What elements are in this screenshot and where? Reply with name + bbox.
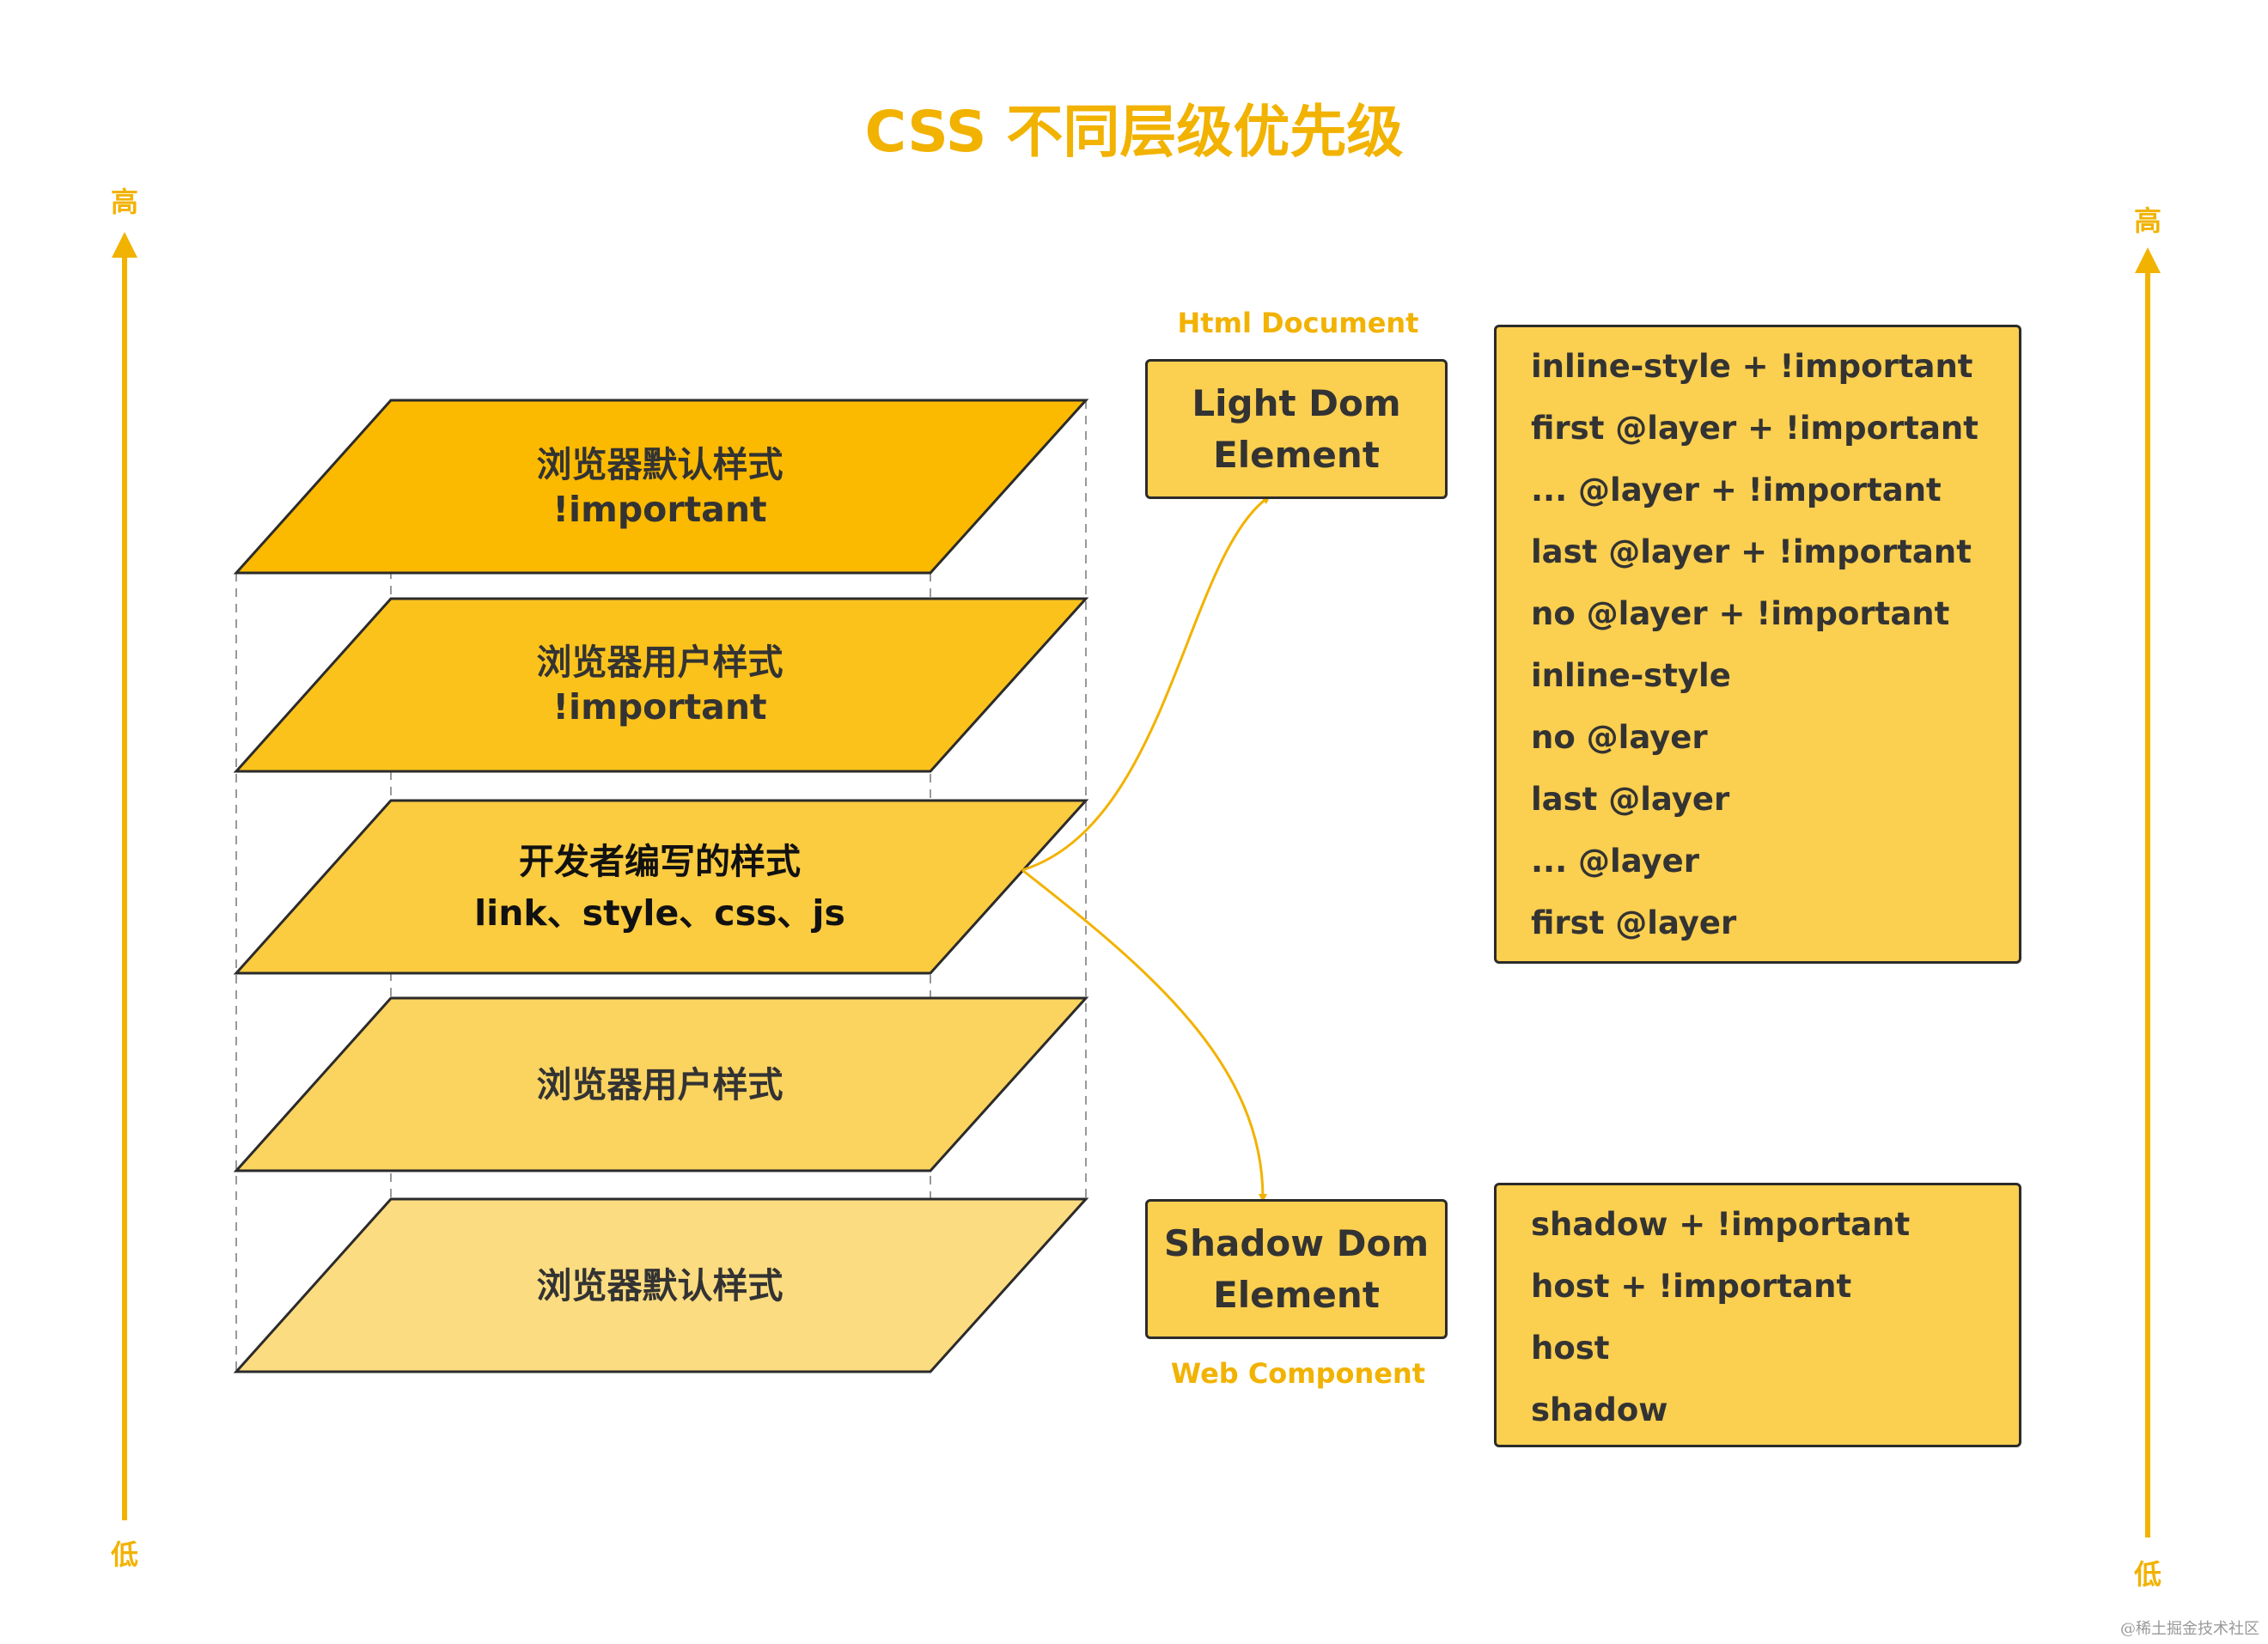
list-item: first @layer	[1531, 904, 1737, 941]
shadow-dom-box: Shadow Dom Element	[1145, 1199, 1448, 1339]
light-dom-line2: Element	[1213, 433, 1380, 476]
layer-2-text: 浏览器用户样式 !important	[419, 640, 900, 729]
layer-2-line1: 浏览器用户样式	[536, 642, 783, 683]
layer-1-plane	[233, 399, 1089, 575]
layer-2-plane	[233, 597, 1089, 773]
shadow-dom-line1: Shadow Dom	[1163, 1221, 1430, 1264]
layer-1-line2: !important	[552, 489, 767, 530]
diagram-title: CSS 不同层级优先级	[864, 99, 1404, 165]
right-axis-high-label: 高	[2133, 204, 2161, 237]
left-axis-arrow	[112, 232, 137, 1520]
layer-2-line2: !important	[552, 686, 767, 728]
connector-to-shadow-dom	[1021, 868, 1267, 1203]
shadow-dom-priority-list: shadow + !important host + !important ho…	[1494, 1183, 2021, 1447]
list-item: inline-style + !important	[1531, 348, 1973, 385]
layer-3-line2: link、style、css、js	[474, 892, 845, 934]
layer-5-plane	[233, 1197, 1089, 1373]
list-item: last @layer	[1531, 781, 1730, 818]
light-dom-line1: Light Dom	[1192, 381, 1401, 424]
list-item: last @layer + !important	[1531, 533, 1972, 570]
connector-to-light-dom	[1021, 496, 1271, 872]
layer-1-text: 浏览器默认样式 !important	[419, 442, 900, 532]
list-item: shadow	[1531, 1391, 1668, 1428]
layer-3-plane	[233, 799, 1089, 975]
layer-3-text: 开发者编写的样式 link、style、css、js	[419, 836, 900, 939]
list-item: host + !important	[1531, 1268, 1852, 1305]
list-item: first @layer + !important	[1531, 410, 1978, 447]
list-item: no @layer + !important	[1531, 595, 1950, 632]
list-item: shadow + !important	[1531, 1206, 1911, 1243]
layer-4-line1: 浏览器用户样式	[536, 1064, 783, 1105]
watermark: @稀土掘金技术社区	[2120, 1620, 2259, 1638]
right-axis-low-label: 低	[2133, 1558, 2161, 1591]
light-dom-priority-list: inline-style + !important first @layer +…	[1494, 325, 2021, 964]
list-item: host	[1531, 1330, 1610, 1367]
layer-5-line1: 浏览器默认样式	[536, 1265, 783, 1306]
list-item: inline-style	[1531, 657, 1731, 694]
left-axis-low-label: 低	[110, 1538, 138, 1571]
light-dom-caption: Html Document	[1177, 307, 1419, 339]
layer-1-line1: 浏览器默认样式	[536, 444, 783, 485]
list-item: ... @layer	[1531, 843, 1700, 880]
layer-3-line1: 开发者编写的样式	[519, 841, 801, 882]
left-axis-high-label: 高	[110, 186, 138, 218]
layer-4-text: 浏览器用户样式	[419, 1063, 900, 1107]
list-item: no @layer	[1531, 719, 1708, 756]
shadow-dom-caption: Web Component	[1170, 1357, 1426, 1390]
list-item: ... @layer + !important	[1531, 472, 1942, 508]
light-dom-box: Light Dom Element	[1145, 359, 1448, 499]
layer-4-plane	[233, 996, 1089, 1172]
right-axis-arrow	[2135, 247, 2161, 1537]
layer-5-text: 浏览器默认样式	[419, 1263, 900, 1308]
shadow-dom-line2: Element	[1213, 1273, 1380, 1316]
